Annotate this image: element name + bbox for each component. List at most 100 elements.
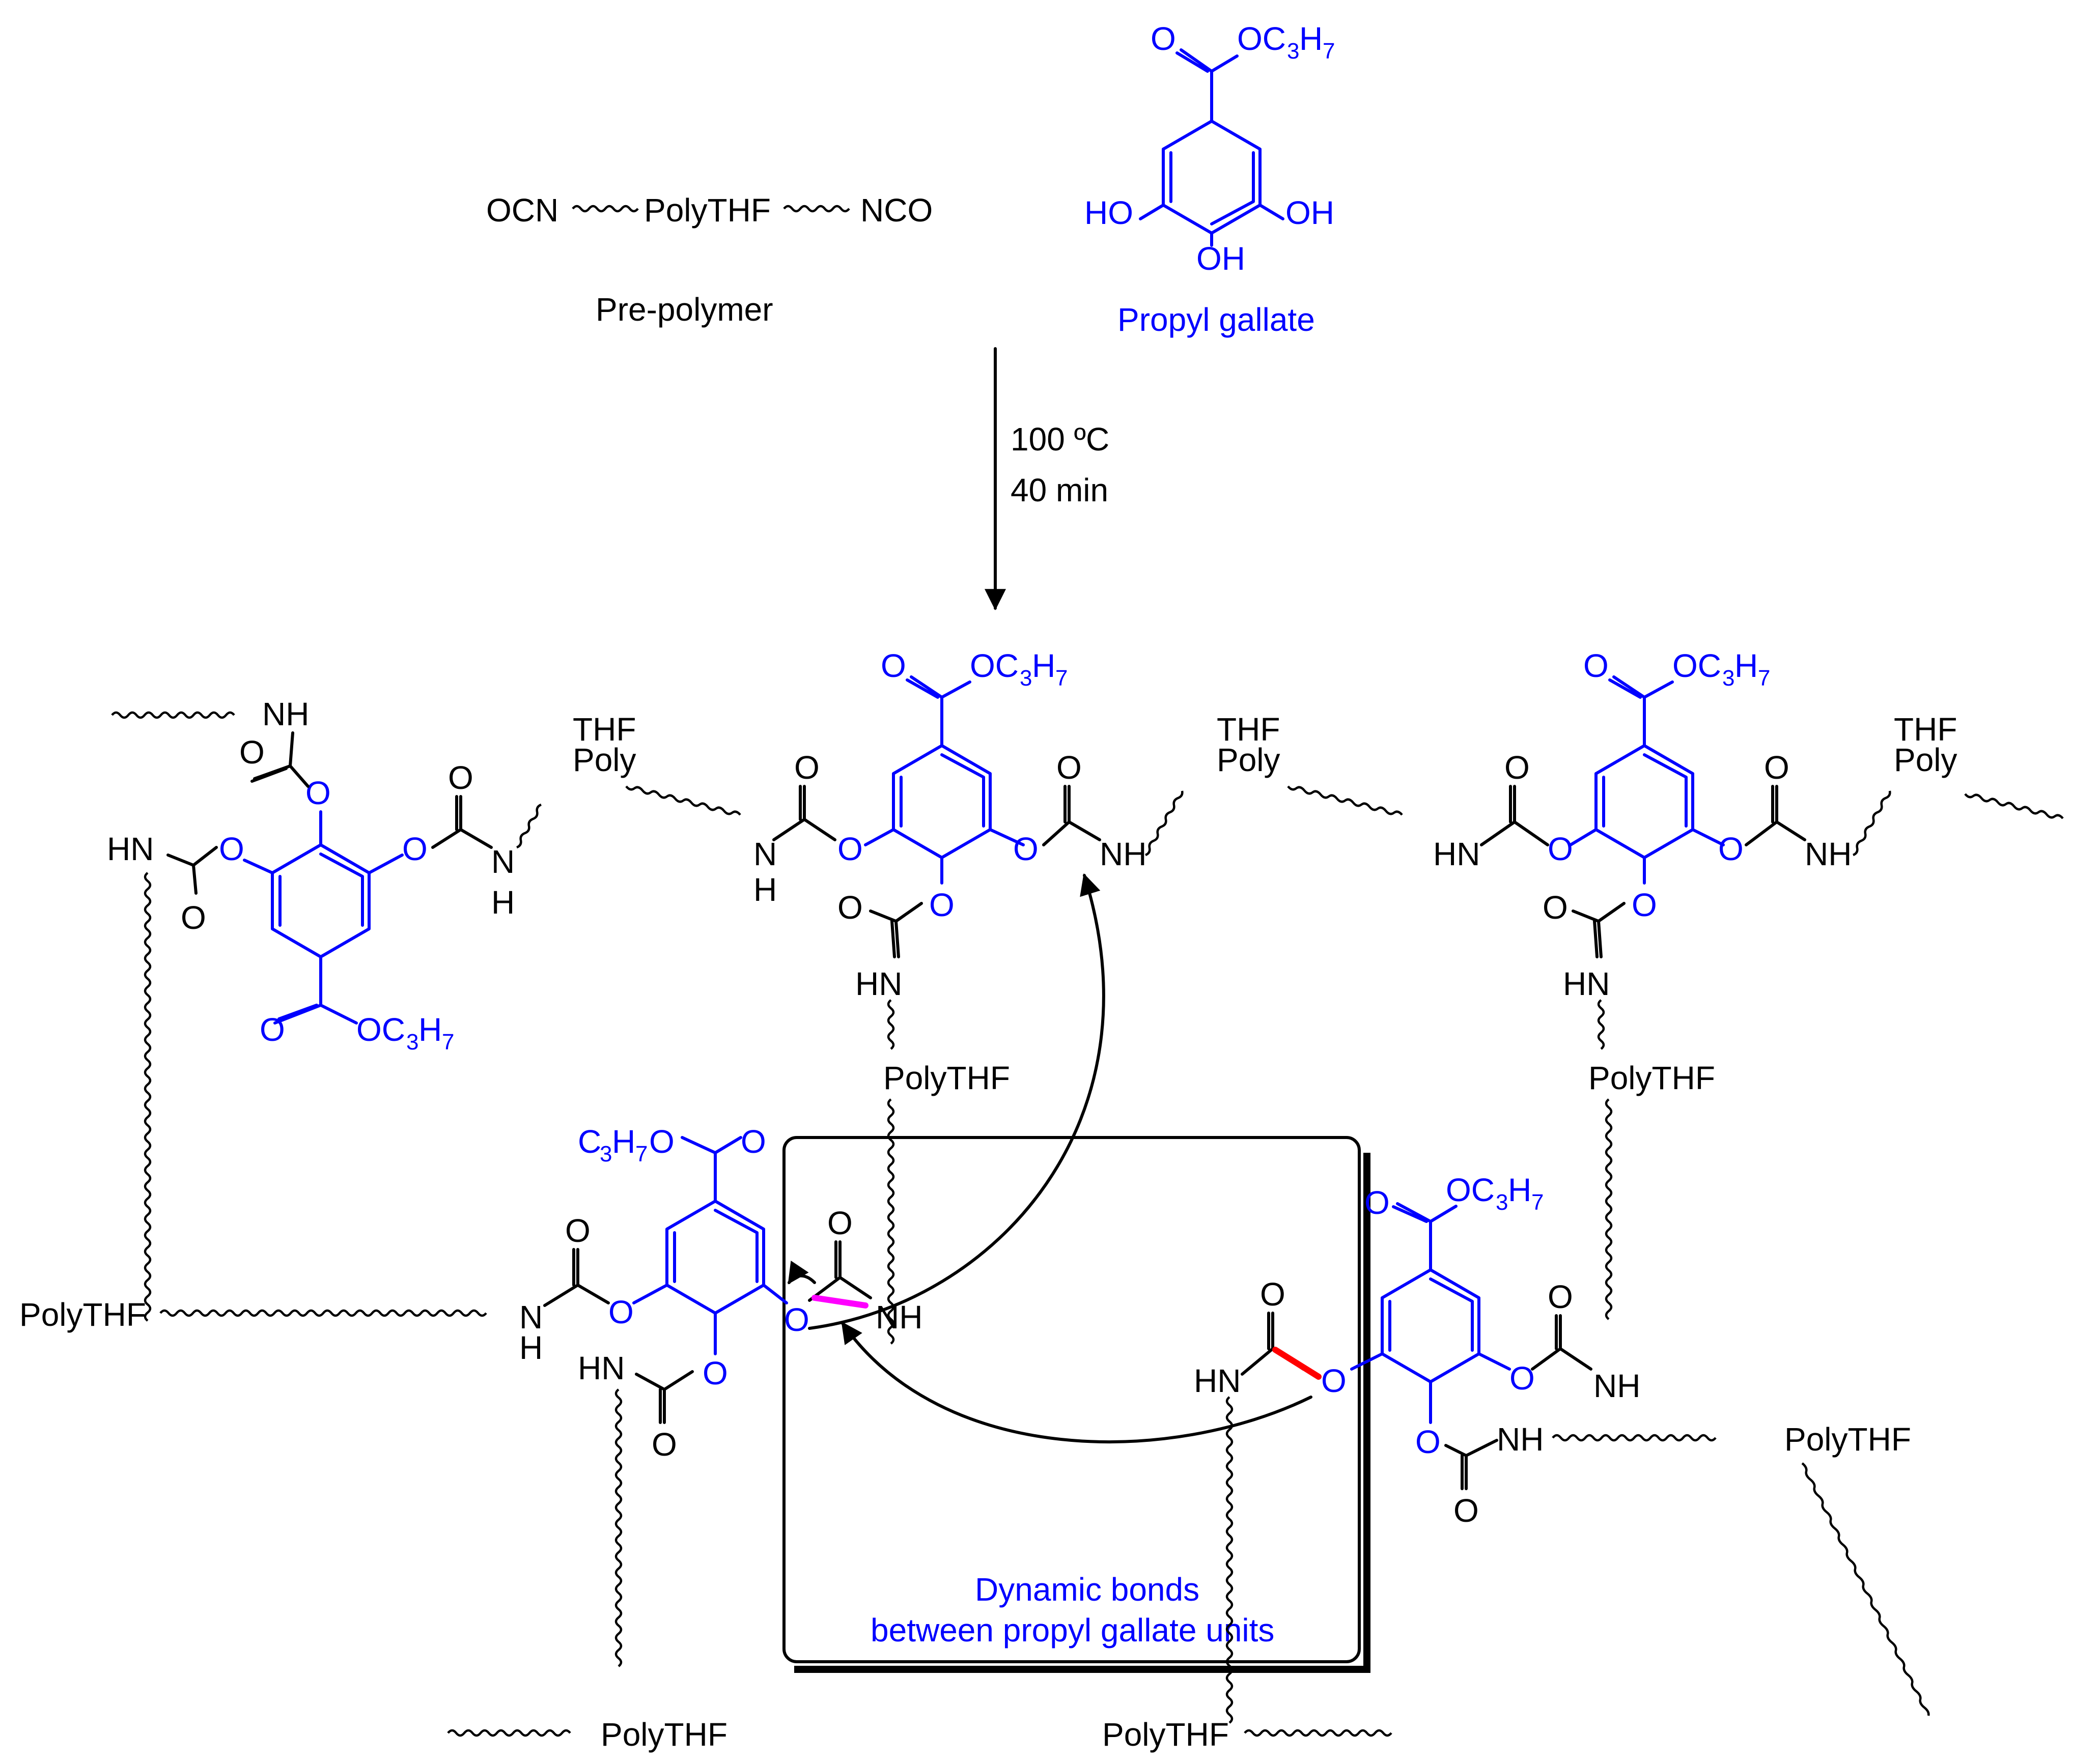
gallate-unit-5: HN O O OC 3 H 7 O O O O NH O NH PolyTHF … [1102,1172,1930,1753]
svg-text:H: H [519,1329,543,1366]
svg-text:NH: NH [1100,836,1146,872]
svg-text:7: 7 [1531,1190,1544,1215]
prepolymer-nco: NCO [860,192,933,229]
curved-arrows [788,873,1312,1443]
svg-text:O: O [1548,831,1573,867]
svg-text:PolyTHF: PolyTHF [1588,1060,1715,1096]
svg-text:O: O [239,734,265,771]
svg-text:H: H [612,1123,635,1160]
wavy-bond [572,205,639,213]
svg-text:C: C [578,1123,601,1160]
ester-oc: OC [1237,20,1286,57]
svg-text:O: O [649,1123,675,1160]
gallate-unit-1: O OC 3 H 7 O O O O NH HN O O N H THF Pol… [107,696,636,1322]
svg-text:O: O [652,1426,677,1463]
svg-text:7: 7 [1323,39,1335,64]
svg-text:PolyTHF: PolyTHF [1784,1421,1911,1458]
svg-text:O: O [794,749,820,786]
svg-text:O: O [784,1301,809,1338]
svg-text:O: O [1764,749,1789,786]
svg-text:O: O [1509,1360,1535,1397]
svg-text:O: O [1260,1276,1285,1313]
svg-text:O: O [837,831,863,867]
prepolymer-caption: Pre-polymer [596,291,773,328]
svg-text:O: O [827,1205,853,1241]
svg-text:THF: THF [1894,711,1957,748]
svg-text:N: N [491,843,515,880]
svg-text:Poly: Poly [1894,742,1957,778]
svg-text:O: O [1543,889,1568,926]
svg-text:O: O [1453,1492,1479,1529]
svg-text:7: 7 [442,1030,454,1055]
svg-text:O: O [1504,749,1530,786]
svg-text:O: O [1632,887,1657,923]
svg-text:H: H [491,884,515,921]
ester-carbonyl-o: O [1151,20,1176,57]
svg-text:THF: THF [573,711,636,748]
svg-text:3: 3 [1496,1190,1508,1215]
svg-text:HN: HN [578,1350,625,1386]
curved-arrow-back [841,1321,1312,1443]
reaction-arrow: 100 ºC 40 min [985,347,1109,611]
svg-text:O: O [703,1355,728,1391]
svg-text:7: 7 [1758,666,1770,691]
gallate-unit-3: HN O O OC 3 H 7 O O O O NH O HN PolyTHF … [1287,647,2064,1320]
dynamic-bond-red [1272,1347,1322,1380]
svg-text:PolyTHF: PolyTHF [1102,1716,1229,1753]
svg-text:O: O [837,889,863,926]
svg-text:OC: OC [1672,647,1721,684]
svg-text:3: 3 [406,1030,418,1055]
svg-text:PolyTHF: PolyTHF [601,1716,727,1753]
svg-text:HN: HN [1194,1362,1241,1399]
gallate-unit-4: PolyTHF N H O C 3 H 7 O O O O O O NH O H… [19,1123,922,1753]
svg-text:O: O [1321,1362,1347,1399]
svg-text:PolyTHF: PolyTHF [19,1296,146,1333]
svg-text:O: O [1013,831,1039,867]
svg-text:NH: NH [1593,1368,1640,1404]
gallate-ring [1162,120,1262,235]
svg-text:H: H [753,871,777,908]
svg-text:H: H [418,1011,442,1048]
svg-text:3: 3 [600,1142,612,1167]
svg-text:O: O [219,831,244,867]
ester-bond [1175,48,1239,123]
svg-text:HN: HN [1433,836,1480,872]
svg-text:NH: NH [1497,1421,1544,1458]
dynamic-bond-magenta [811,1295,869,1309]
svg-text:OC: OC [970,647,1019,684]
box-caption-line1: Dynamic bonds [975,1571,1199,1608]
svg-text:HN: HN [1563,965,1610,1002]
svg-text:H: H [1032,647,1055,684]
prepolymer-ocn: OCN [486,192,558,229]
svg-text:O: O [565,1212,591,1249]
svg-text:O: O [608,1294,634,1330]
svg-text:OC: OC [356,1011,405,1048]
svg-text:O: O [260,1011,285,1048]
box-caption-line2: between propyl gallate units [871,1612,1274,1648]
svg-text:O: O [305,775,331,811]
hydroxyl-left: HO [1084,194,1133,231]
svg-text:7: 7 [1055,666,1068,691]
svg-text:N: N [753,836,777,872]
svg-text:O: O [1056,749,1082,786]
hydroxyl-right: OH [1285,194,1334,231]
propyl-gallate: O OC 3 H 7 HO OH OH Propyl gallate [1084,20,1335,338]
svg-text:OC: OC [1446,1172,1495,1208]
gallate-caption: Propyl gallate [1117,301,1315,338]
svg-text:O: O [1718,831,1744,867]
svg-text:NH: NH [1805,836,1852,872]
hydroxyl-bottom: OH [1196,240,1245,277]
svg-text:O: O [1415,1424,1441,1460]
dynamic-bonds-box: Dynamic bonds between propyl gallate uni… [782,1136,1370,1673]
svg-text:7: 7 [635,1142,648,1167]
svg-text:H: H [1734,647,1758,684]
gallate-unit-2: N H O O OC 3 H 7 O O O O NH O HN PolyTHF… [625,647,1280,1345]
svg-text:3: 3 [1020,666,1032,691]
condition-time: 40 min [1011,472,1108,508]
svg-text:O: O [1583,647,1609,684]
svg-text:Poly: Poly [573,742,636,778]
svg-text:NH: NH [262,696,309,732]
svg-text:3: 3 [1287,39,1299,64]
svg-text:O: O [741,1123,766,1160]
